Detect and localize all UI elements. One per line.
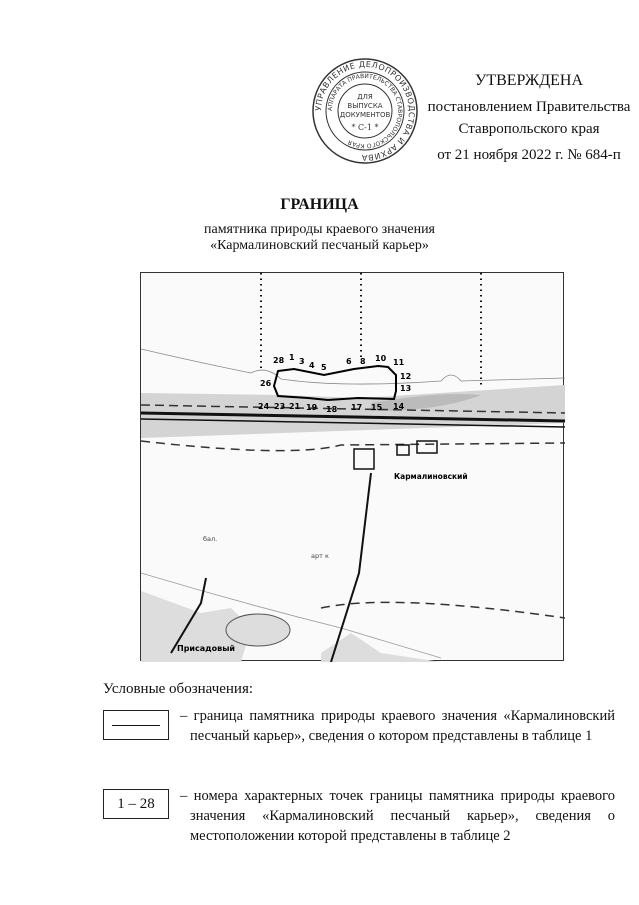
subtitle-line: «Кармалиновский песчаный карьер» xyxy=(210,238,429,253)
boundary-point-label: 1 xyxy=(289,353,295,362)
building xyxy=(416,440,438,454)
legend-heading: Условные обозначения: xyxy=(103,681,254,697)
boundary-point-label: 4 xyxy=(309,361,315,370)
dashed-road xyxy=(140,440,566,452)
subtitle-line: памятника природы краевого значения xyxy=(203,222,435,237)
dashed-road xyxy=(320,601,566,619)
svg-text:ДОКУМЕНТОВ: ДОКУМЕНТОВ xyxy=(340,111,391,119)
boundary-point-label: 5 xyxy=(321,363,327,372)
svg-text:ВЫПУСКА: ВЫПУСКА xyxy=(347,102,382,110)
shaded-terrain xyxy=(371,394,481,411)
legend-boundary-symbol xyxy=(103,710,169,740)
road xyxy=(170,577,207,654)
boundary-point-label: 10 xyxy=(375,354,387,363)
village-label: Кармалиновский xyxy=(394,472,468,481)
dashed-road xyxy=(140,404,566,414)
pond xyxy=(225,613,291,647)
contour-line xyxy=(140,572,442,659)
approval-line: Ставропольского края xyxy=(458,121,600,137)
page-subtitle: памятника природы краевого значения «Кар… xyxy=(0,222,639,254)
boundary-point-label: 13 xyxy=(400,384,411,393)
boundary-point-label: 15 xyxy=(371,403,383,412)
shaded-terrain xyxy=(321,633,441,662)
boundary-point-label: 12 xyxy=(400,372,411,381)
approval-line: постановлением Правительства xyxy=(427,99,631,115)
svg-text:ДЛЯ: ДЛЯ xyxy=(357,93,373,101)
boundary-point-label: 6 xyxy=(346,357,352,366)
page-title: ГРАНИЦА xyxy=(280,196,359,213)
map-label: бал. xyxy=(203,535,217,543)
contour-line xyxy=(140,348,566,385)
railway xyxy=(140,418,566,428)
shaded-terrain xyxy=(141,591,251,662)
road xyxy=(330,472,372,663)
boundary-point-label: 8 xyxy=(360,357,366,366)
boundary-point-label: 18 xyxy=(326,405,338,414)
boundary-point-label: 28 xyxy=(273,356,285,365)
boundary-point-label: 3 xyxy=(299,357,305,366)
boundary-point-label: 14 xyxy=(393,402,405,411)
building xyxy=(353,448,375,470)
boundary-point-label: 19 xyxy=(306,403,318,412)
legend-points-symbol: 1 – 28 xyxy=(103,789,169,819)
boundary-point-label: 11 xyxy=(393,358,405,367)
boundary-point-label: 17 xyxy=(351,403,362,412)
approval-heading: УТВЕРЖДЕНА xyxy=(474,72,583,89)
legend-text: – номера характерных точек границы памят… xyxy=(180,788,615,844)
boundary-point-label: 21 xyxy=(289,402,301,411)
boundary-point-label: 23 xyxy=(274,402,285,411)
svg-text:* С-1 *: * С-1 * xyxy=(352,123,379,132)
boundary-point-label: 26 xyxy=(260,379,272,388)
boundary-point-label: 24 xyxy=(258,402,270,411)
official-stamp: УПРАВЛЕНИЕ ДЕЛОПРОИЗВОДСТВА И АРХИВА АПП… xyxy=(311,57,419,170)
approval-block: УТВЕРЖДЕНА постановлением Правительства … xyxy=(426,70,632,166)
railway xyxy=(140,411,566,423)
approval-date: от 21 ноября 2022 г. № 684-п xyxy=(437,147,621,163)
building xyxy=(396,444,410,456)
legend-text: – граница памятника природы краевого зна… xyxy=(180,708,615,744)
map-label: арт к xyxy=(311,552,329,560)
village-label: Присадовый xyxy=(177,644,235,653)
monument-boundary xyxy=(272,364,397,402)
